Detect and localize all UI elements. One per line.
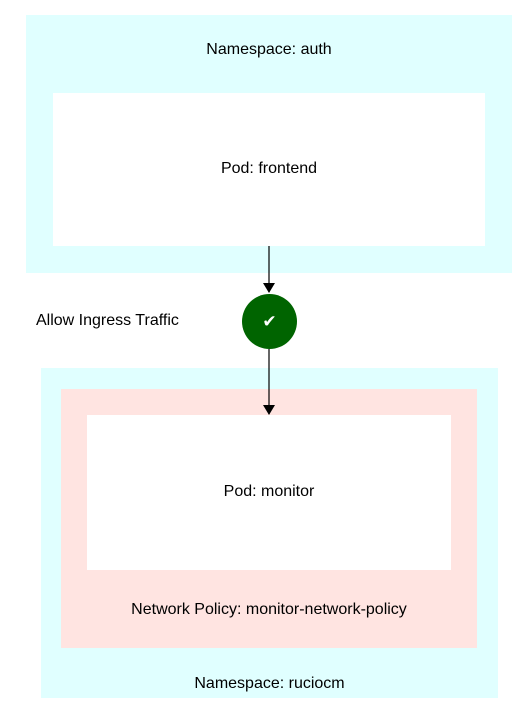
allow-ingress-label: Allow Ingress Traffic bbox=[36, 312, 179, 329]
check-icon: ✔ bbox=[262, 311, 277, 332]
pod-monitor-label: Pod: monitor bbox=[223, 483, 315, 500]
pod-frontend-node bbox=[53, 93, 485, 246]
network-policy-label: Network Policy: monitor-network-policy bbox=[131, 601, 407, 618]
allow-ingress-node: ✔ bbox=[242, 294, 297, 349]
pod-frontend-label: Pod: frontend bbox=[220, 160, 318, 177]
namespace-ruciocm-label: Namespace: ruciocm bbox=[194, 675, 345, 692]
pod-monitor-node bbox=[87, 415, 451, 570]
namespace-auth-label: Namespace: auth bbox=[206, 41, 332, 58]
